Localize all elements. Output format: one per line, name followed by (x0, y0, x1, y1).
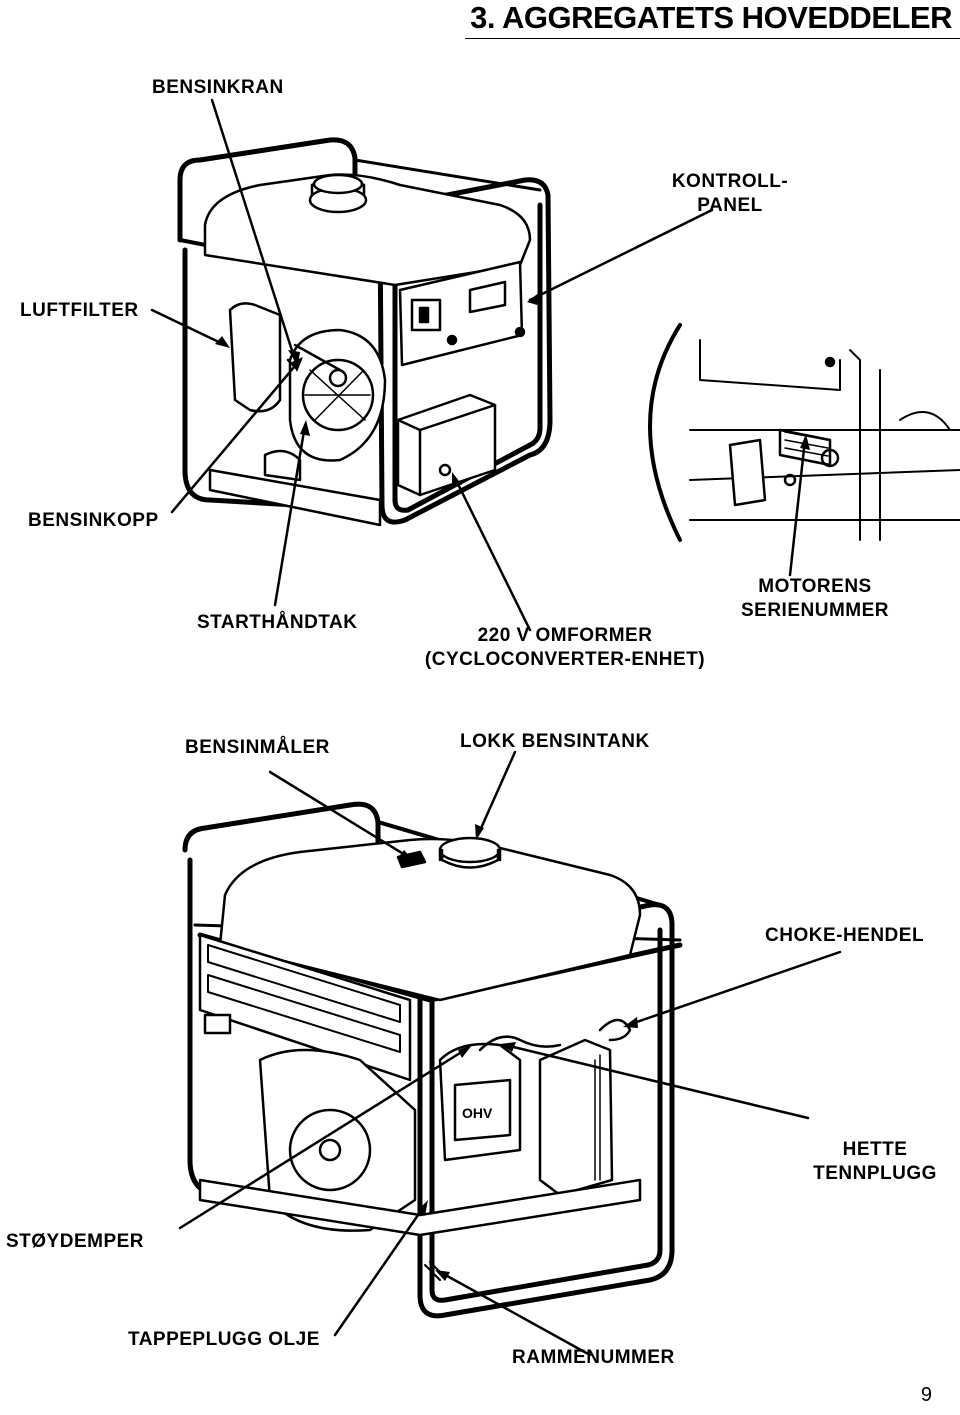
engine-front: OHV (258, 1018, 632, 1232)
label-fuel-tank-cap: LOKK BENSINTANK (460, 731, 650, 752)
label-engine-serial-line1: MOTORENS (758, 576, 872, 597)
page-number: 9 (920, 1384, 932, 1406)
label-air-filter: LUFTFILTER (20, 300, 139, 321)
generator-front-illustration: OHV (178, 750, 842, 1357)
leader-lines-bottom (178, 750, 842, 1357)
svg-text:OHV: OHV (462, 1105, 493, 1121)
label-starter-grip: STARTHÅNDTAK (197, 612, 358, 633)
label-frame-serial: RAMMENUMMER (512, 1347, 675, 1368)
serial-number-inset (648, 323, 960, 542)
leader-arrowheads-bottom (398, 824, 638, 1281)
label-control-panel-line2: PANEL (697, 195, 763, 216)
label-engine-serial-line2: SERIENUMMER (740, 600, 889, 621)
label-inverter: 220 V OMFORMER (CYCLOCONVERTER-ENHET) (400, 624, 730, 672)
label-fuel-cup: BENSINKOPP (28, 510, 159, 531)
label-control-panel: KONTROLL- PANEL (655, 170, 805, 218)
engine-side (228, 302, 387, 482)
base-rail (208, 468, 382, 527)
label-oil-drain-plug: TAPPEPLUGG OLJE (128, 1329, 320, 1350)
header-rule (465, 38, 960, 39)
label-spark-plug-cap: HETTE TENNPLUGG (800, 1138, 950, 1186)
label-choke-lever: CHOKE-HENDEL (765, 925, 925, 946)
leader-lines-top (150, 98, 807, 632)
louvered-panel (198, 933, 412, 1082)
inverter-box (396, 393, 497, 497)
label-fuel-gauge: BENSINMÅLER (185, 737, 330, 758)
generator-rear-illustration (150, 98, 960, 632)
control-panel-top (398, 260, 526, 367)
leader-arrowheads-top (215, 292, 810, 485)
base-skid (198, 1178, 642, 1237)
label-spark-plug-cap-line1: HETTE (842, 1139, 908, 1160)
label-inverter-line2: (CYCLOCONVERTER-ENHET) (424, 649, 706, 670)
label-fuel-valve: BENSINKRAN (152, 77, 284, 98)
label-engine-serial: MOTORENS SERIENUMMER (725, 575, 905, 623)
label-spark-plug-cap-line2: TENNPLUGG (813, 1163, 937, 1184)
page-title: 3. AGGREGATETS HOVEDDELER (470, 0, 952, 35)
label-inverter-line1: 220 V OMFORMER (477, 625, 653, 646)
fuel-tank-top (203, 173, 532, 287)
label-muffler: STØYDEMPER (6, 1231, 145, 1252)
label-control-panel-line1: KONTROLL- (671, 171, 789, 192)
